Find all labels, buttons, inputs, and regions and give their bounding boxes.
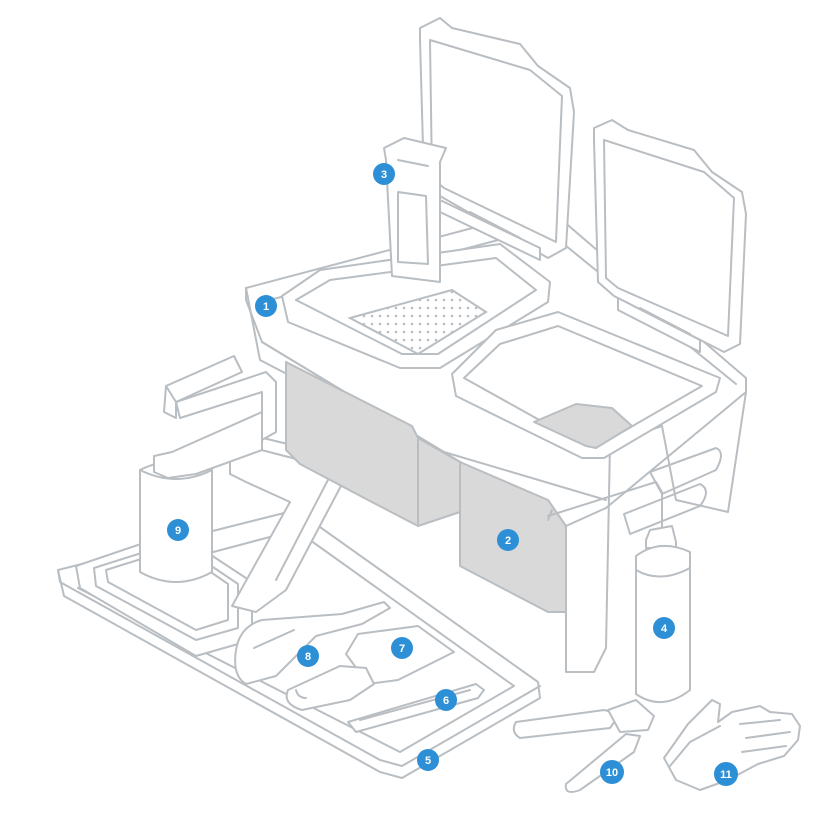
callout-label: 8 bbox=[305, 651, 311, 663]
cure-tank-opening bbox=[451, 311, 721, 459]
flush-cutters bbox=[512, 699, 655, 793]
callout-label: 1 bbox=[263, 301, 269, 313]
gloves bbox=[663, 699, 801, 791]
callout-8: 8 bbox=[297, 645, 319, 667]
callout-9: 9 bbox=[167, 519, 189, 541]
callout-label: 6 bbox=[443, 695, 449, 707]
callout-5: 5 bbox=[417, 749, 439, 771]
tray-tool-8 bbox=[234, 601, 391, 685]
callout-label: 9 bbox=[175, 525, 181, 537]
callout-1: 1 bbox=[255, 295, 277, 317]
callout-3: 3 bbox=[373, 163, 395, 185]
callout-label: 3 bbox=[381, 169, 387, 181]
callout-label: 10 bbox=[606, 767, 618, 779]
tank-left bbox=[285, 361, 461, 527]
wash-basket bbox=[281, 137, 551, 369]
callout-2: 2 bbox=[497, 529, 519, 551]
left-tank-lid bbox=[419, 17, 575, 261]
callout-6: 6 bbox=[435, 689, 457, 711]
callout-10: 10 bbox=[600, 760, 624, 784]
right-tank-lid bbox=[593, 119, 747, 353]
callout-4: 4 bbox=[653, 617, 675, 639]
callout-label: 4 bbox=[661, 623, 668, 635]
callout-label: 11 bbox=[720, 769, 732, 781]
callout-label: 5 bbox=[425, 755, 431, 767]
callout-label: 7 bbox=[399, 643, 405, 655]
callout-label: 2 bbox=[505, 535, 511, 547]
callout-7: 7 bbox=[391, 637, 413, 659]
callout-11: 11 bbox=[714, 762, 738, 786]
